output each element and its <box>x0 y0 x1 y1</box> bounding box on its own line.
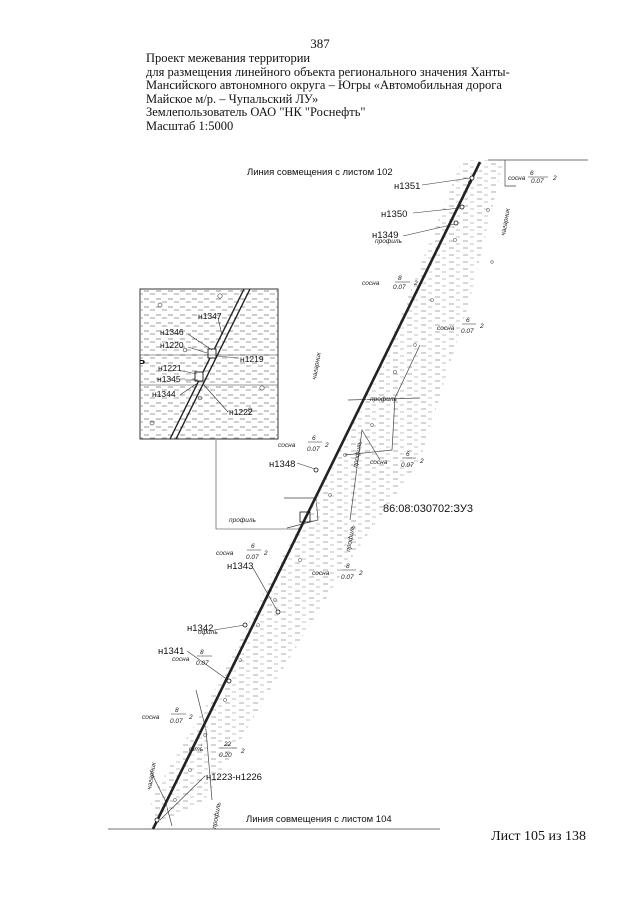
svg-text:фть: фть <box>189 746 204 753</box>
inset-point-label-n1222: н1222 <box>229 407 253 417</box>
svg-text:0.07: 0.07 <box>461 328 474 335</box>
title-line: Майское м/р. – Чупальский ЛУ» <box>146 91 319 106</box>
svg-text:⁝: ⁝ <box>200 743 203 750</box>
inset-point-label-n1345: н1345 <box>157 374 181 384</box>
svg-text:0.07: 0.07 <box>401 462 414 469</box>
svg-text:офиль: офиль <box>198 629 218 636</box>
survey-points <box>154 175 475 823</box>
svg-text:сосна: сосна <box>278 442 296 449</box>
svg-text:0.20: 0.20 <box>219 752 232 759</box>
svg-text:профиль: профиль <box>345 524 357 552</box>
title-line: Мансийского автономного округа – Югры «А… <box>146 78 502 93</box>
point-label-n1341: н1341 <box>158 646 184 657</box>
road-axis <box>151 161 484 830</box>
inset-point-label-n1220: н1220 <box>160 340 184 350</box>
title-line: Проект межевания территории <box>146 51 311 65</box>
svg-text:0.07: 0.07 <box>393 284 406 291</box>
svg-text:6: 6 <box>466 317 470 324</box>
callout-leaders <box>159 177 471 821</box>
svg-text:22: 22 <box>223 741 232 748</box>
svg-text:0.07: 0.07 <box>246 554 259 561</box>
svg-text:профиль: профиль <box>211 801 223 829</box>
scale-line: Масштаб 1:5000 <box>146 118 234 133</box>
detail-inset: ть н1347 н1346 н1220 н1219 н1221 н1345 н… <box>132 288 279 440</box>
cadastral-number-label: 86:08:030702:ЗУ3 <box>383 503 473 515</box>
svg-text:сосна: сосна <box>362 280 380 287</box>
match-line-top-label: Линия совмещения с листом 102 <box>247 167 393 178</box>
svg-text:2: 2 <box>358 570 363 577</box>
svg-text:ть: ть <box>132 353 145 367</box>
svg-text:2: 2 <box>552 175 557 182</box>
svg-text:чагарник: чагарник <box>311 351 323 380</box>
svg-text:0.07: 0.07 <box>531 178 544 185</box>
svg-text:сосна: сосна <box>142 714 160 721</box>
inset-point-label-n1219: н1219 <box>240 354 264 364</box>
svg-text:чагарник: чагарник <box>500 207 512 236</box>
inset-point-label-n1344: н1344 <box>152 389 176 399</box>
svg-text:сосна: сосна <box>172 656 190 663</box>
svg-text:2: 2 <box>188 714 193 721</box>
svg-text:2: 2 <box>479 323 484 330</box>
svg-text:6: 6 <box>251 543 255 550</box>
svg-text:сосна: сосна <box>437 325 455 332</box>
svg-text:8: 8 <box>346 563 350 570</box>
svg-text:профиль: профиль <box>375 238 403 245</box>
land-user-line: Землепользователь ОАО "НК "Роснефть" <box>146 105 366 120</box>
point-label-n1351: н1351 <box>394 181 420 192</box>
svg-text:сосна: сосна <box>508 175 526 182</box>
svg-text:6: 6 <box>530 170 534 177</box>
svg-text:8: 8 <box>175 707 179 714</box>
svg-text:сосна: сосна <box>216 550 234 557</box>
page-number: 387 <box>310 36 330 51</box>
title-line: для размещения линейного объекта региона… <box>146 64 510 79</box>
title-block: Проект межевания территории для размещен… <box>146 51 546 134</box>
match-line-bottom-label: Линия совмещения с листом 104 <box>246 814 392 825</box>
inset-point-label-n1346: н1346 <box>160 327 184 337</box>
point-label-n1348: н1348 <box>269 459 295 470</box>
svg-text:6: 6 <box>312 435 316 442</box>
svg-text:2: 2 <box>240 748 245 755</box>
svg-text:профиль: профиль <box>370 396 398 403</box>
svg-text:сосна: сосна <box>370 459 388 466</box>
boundary-lines <box>108 159 588 830</box>
svg-text:0.07: 0.07 <box>170 718 183 725</box>
svg-text:2: 2 <box>419 458 424 465</box>
sheet-number: Лист 105 из 138 <box>491 829 586 844</box>
svg-text:0.07: 0.07 <box>307 446 320 453</box>
point-label-n1349: н1349 <box>372 230 398 241</box>
svg-text:профиль: профиль <box>352 440 364 468</box>
svg-text:сосна: сосна <box>312 570 330 577</box>
svg-text:8: 8 <box>398 275 402 282</box>
svg-text:8: 8 <box>200 649 204 656</box>
point-label-n1343: н1343 <box>227 561 253 572</box>
svg-text:профиль: профиль <box>229 517 257 524</box>
svg-text:чагарник: чагарник <box>146 761 158 790</box>
svg-text:0.07: 0.07 <box>341 574 354 581</box>
point-label-n1223-n1226: н1223-н1226 <box>206 772 262 783</box>
inset-point-label-n1221: н1221 <box>158 363 182 373</box>
svg-text:6: 6 <box>406 451 410 458</box>
svg-text:2: 2 <box>263 550 268 557</box>
svg-text:0.07: 0.07 <box>196 660 209 667</box>
point-label-n1342: н1342 <box>187 623 213 634</box>
svg-text:2: 2 <box>413 280 418 287</box>
svg-text:2: 2 <box>324 442 329 449</box>
point-label-n1350: н1350 <box>381 209 407 220</box>
inset-point-label-n1347: н1347 <box>198 311 222 321</box>
